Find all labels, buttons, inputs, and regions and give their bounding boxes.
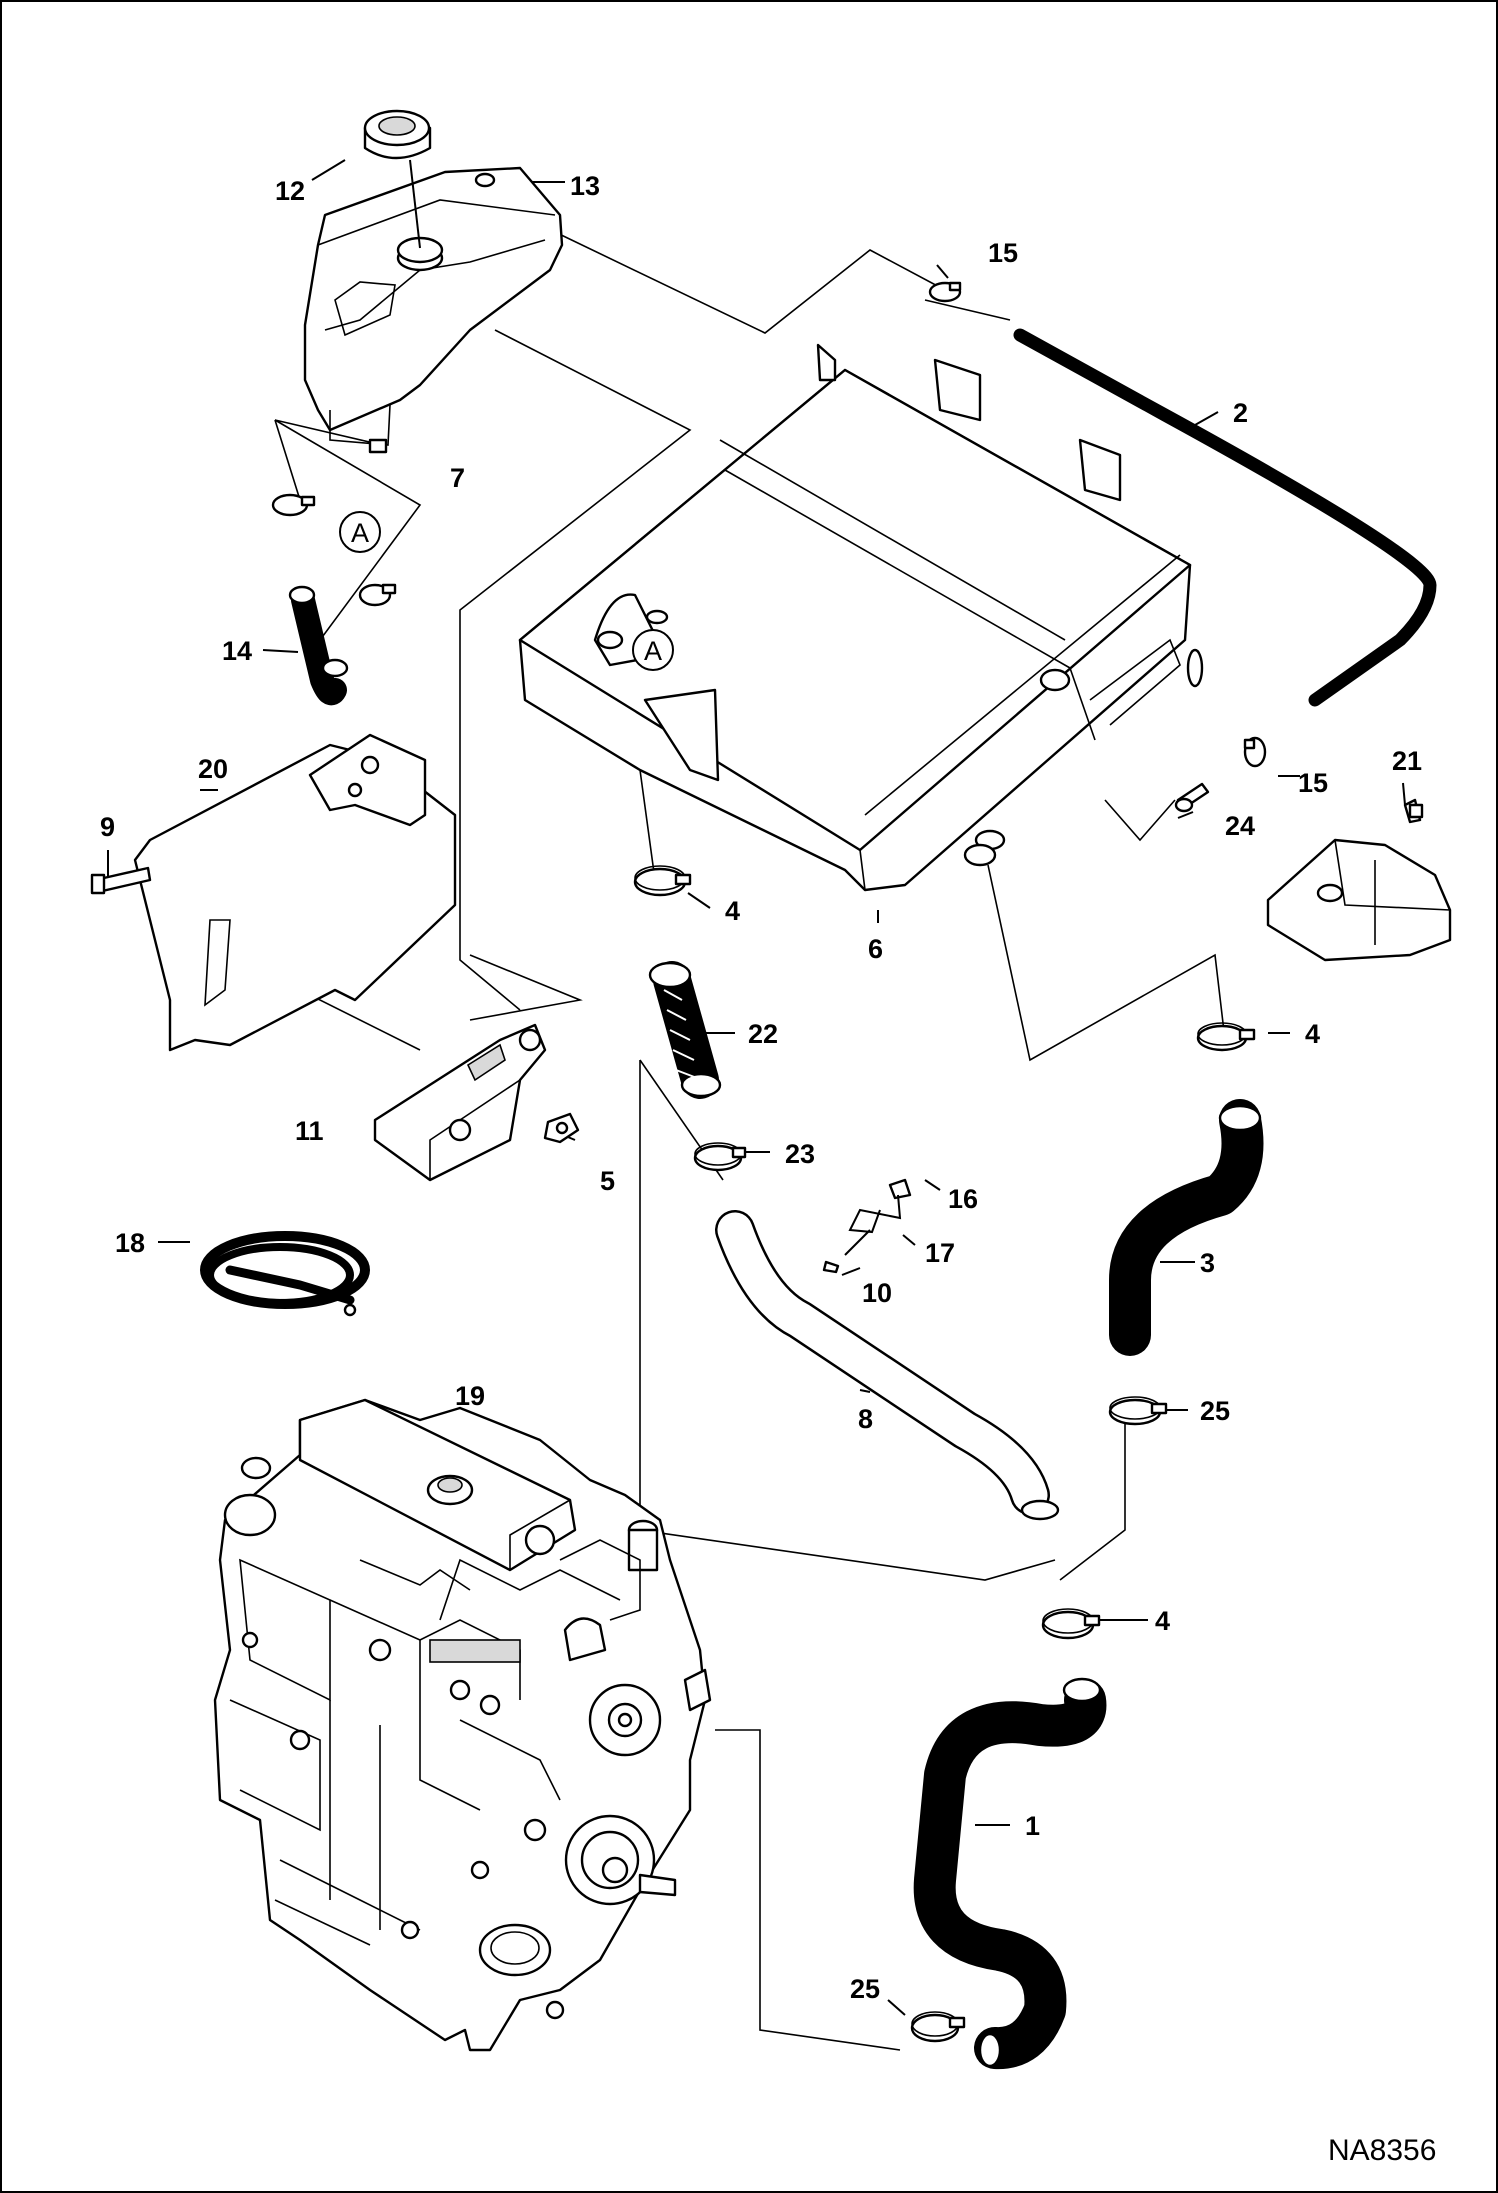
callout-21: 21 — [1392, 746, 1422, 776]
clamp-a-drain — [358, 583, 397, 607]
hose-14 — [288, 585, 349, 706]
clamp-4-lower — [1041, 1608, 1101, 1640]
callout-4-right: 4 — [1305, 1019, 1320, 1049]
callout-3: 3 — [1200, 1248, 1215, 1278]
callout-12: 12 — [275, 176, 305, 206]
svg-text:A: A — [351, 518, 369, 548]
callout-15-upper: 15 — [988, 238, 1018, 268]
clamp-4-right — [1196, 1022, 1256, 1052]
drawing-id: NA8356 — [1328, 2134, 1436, 2167]
detail-marker-radiator: A — [632, 629, 674, 671]
clamp-25-upper — [1108, 1396, 1168, 1426]
engine-assembly — [213, 1398, 712, 2052]
clamp-15-upper — [928, 281, 962, 303]
callout-11: 11 — [295, 1116, 324, 1146]
callout-15-lower: 15 — [1298, 768, 1328, 798]
clamp-23 — [693, 1142, 747, 1172]
fitting-21 — [1403, 798, 1424, 824]
hose-22 — [648, 961, 722, 1099]
clamps — [271, 281, 1267, 2043]
clamp-upper-drain — [271, 493, 316, 517]
hose-1 — [913, 1677, 1107, 2070]
assembly-lines — [107, 159, 1406, 2051]
callout-5: 5 — [600, 1166, 615, 1196]
bolt-9 — [90, 866, 152, 895]
callout-23: 23 — [785, 1139, 815, 1169]
hose-18-coil — [200, 1231, 370, 1317]
svg-text:A: A — [644, 636, 662, 666]
callout-20: 20 — [198, 754, 228, 784]
overflow-hose — [1013, 328, 1437, 707]
callout-6: 6 — [868, 934, 883, 964]
callout-19: 19 — [455, 1381, 485, 1411]
reservoir-21 — [1266, 838, 1452, 962]
clip-16-17-10 — [822, 1178, 912, 1274]
fitting-24 — [1174, 782, 1210, 813]
radiator — [518, 343, 1204, 892]
callout-4-upper: 4 — [725, 896, 740, 926]
support-bracket-11 — [373, 1023, 547, 1182]
callout-16: 16 — [948, 1184, 978, 1214]
callout-10: 10 — [862, 1278, 892, 1308]
callout-2: 2 — [1233, 398, 1248, 428]
callout-labels: 12 13 15 2 7 14 20 9 21 15 24 4 6 22 4 1… — [100, 171, 1422, 2004]
detail-marker-tank: A — [339, 511, 381, 553]
tube-8 — [715, 1210, 1060, 1521]
radiator-cap — [363, 109, 432, 160]
callout-18: 18 — [115, 1228, 145, 1258]
callout-9: 9 — [100, 812, 115, 842]
coolant-tank — [303, 159, 564, 454]
callout-17: 17 — [925, 1238, 955, 1268]
callout-1: 1 — [1025, 1811, 1040, 1841]
callout-8: 8 — [858, 1404, 873, 1434]
callout-24: 24 — [1225, 811, 1255, 841]
callout-22: 22 — [748, 1019, 778, 1049]
mounting-bracket-20 — [133, 733, 457, 1052]
hose-3 — [1109, 1099, 1264, 1356]
clamp-4-upper — [633, 865, 692, 897]
callout-14: 14 — [222, 636, 252, 666]
clamp-25-lower — [910, 2011, 966, 2043]
clamp-15-lower — [1243, 736, 1267, 768]
callout-7: 7 — [450, 463, 465, 493]
nut-5 — [543, 1112, 580, 1144]
callout-4-lower: 4 — [1155, 1606, 1170, 1636]
callout-13: 13 — [570, 171, 600, 201]
callout-25-lower: 25 — [850, 1974, 880, 2004]
callout-25-upper: 25 — [1200, 1396, 1230, 1426]
